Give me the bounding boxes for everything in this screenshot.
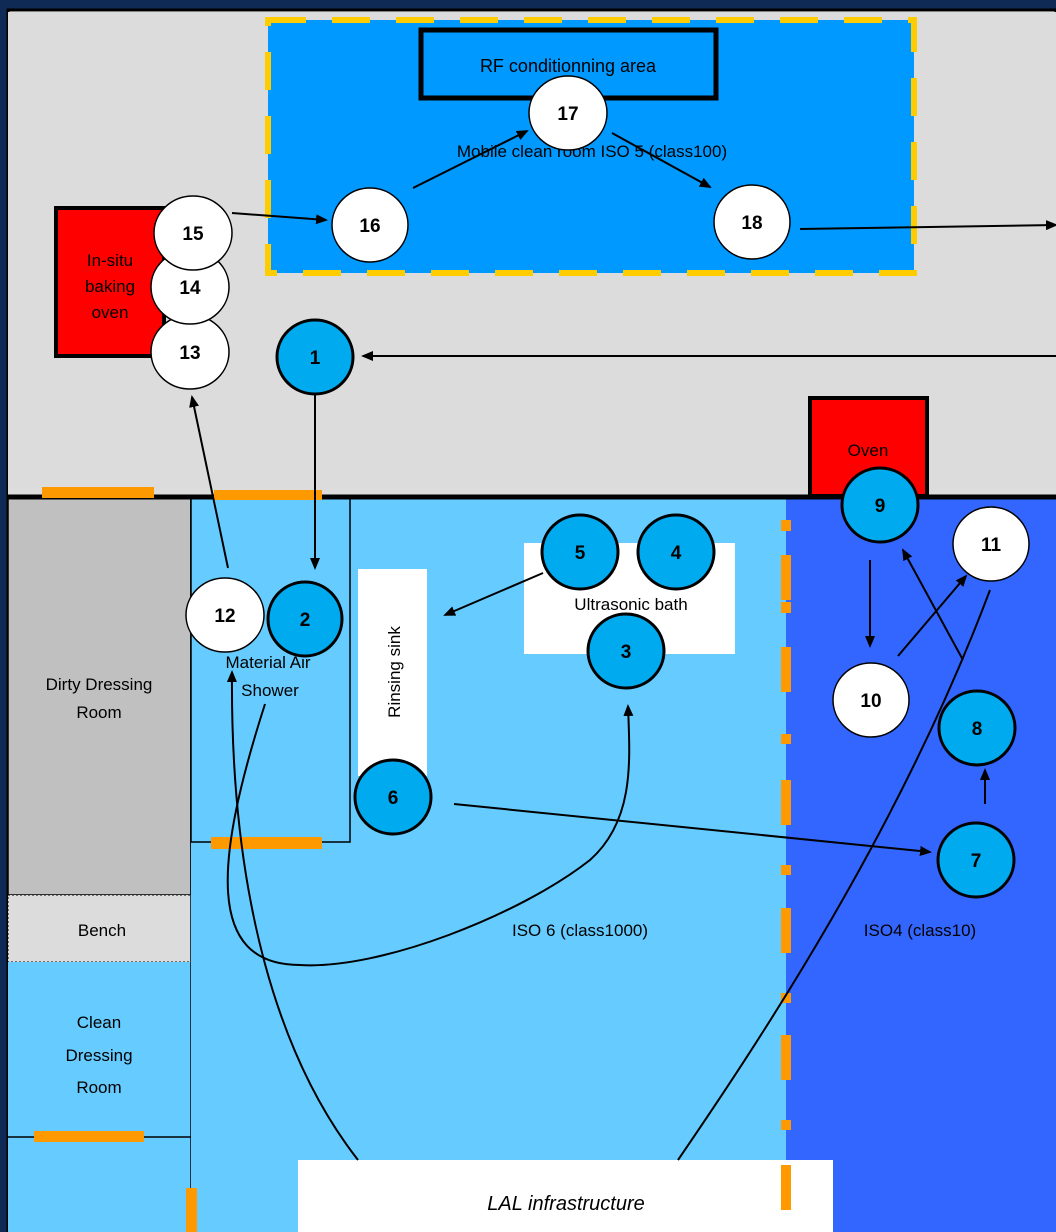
step-8: 8 [937,689,1017,767]
flow-arrow-6-to-7 [453,803,932,856]
iso6-label: ISO 6 (class1000) [512,921,648,940]
step-4-number: 4 [671,543,682,564]
flow-line-11-to-infra [677,589,991,1161]
step-18-circle [713,184,791,260]
baking-oven-label-line1: In-situ [87,251,133,270]
step-1-number: 1 [310,348,321,369]
flow-arrow-15-to-16 [231,212,328,225]
step-14-number: 14 [179,278,201,299]
step-16-number: 16 [359,216,380,237]
air-shower-label-line1: Material Air [225,653,310,672]
flow-arrow-5-to-sink [443,572,544,616]
dirty-dressing-label-line1: Dirty Dressing [46,675,153,694]
step-1: 1 [275,318,355,396]
ultrasonic-bath-label: Ultrasonic bath [574,595,687,614]
step-17-number: 17 [557,104,578,125]
step-6-number: 6 [388,788,399,809]
door-marker [214,490,322,500]
step-7: 7 [936,821,1016,899]
step-5: 5 [540,513,620,591]
clean-dressing-label-line2: Dressing [65,1046,132,1065]
oven-label: Oven [848,441,889,460]
step-5-circle [540,513,620,591]
step-1-circle [275,318,355,396]
step-5-number: 5 [575,543,586,564]
bench-label: Bench [78,921,126,940]
step-15-circle [153,195,233,271]
flow-arrow-16-to-17 [412,130,529,189]
flow-arrow-18-exit [799,220,1056,231]
door-marker [186,1188,197,1232]
door-markers [34,487,322,1232]
step-16-circle [331,187,409,263]
flow-arrow-infra-to-12 [226,670,359,1161]
step-10: 10 [832,662,910,738]
step-12: 12 [185,577,265,653]
step-11-circle [952,506,1030,582]
flow-arrow-17-to-18 [611,132,712,188]
clean-dressing-label-line1: Clean [77,1013,121,1032]
clean-dressing-room [8,962,191,1232]
step-15-number: 15 [182,224,204,245]
mobile-clean-room-label: Mobile clean room ISO 5 (class100) [457,142,727,161]
baking-oven-label-line3: oven [92,303,129,322]
step-18: 18 [713,184,791,260]
infrastructure-label: LAL infrastructure [487,1193,645,1215]
step-11-number: 11 [981,535,1002,556]
step-2-number: 2 [300,610,311,631]
dirty-dressing-label-line2: Room [76,703,121,722]
step-17-circle [528,75,608,151]
step-13: 13 [150,314,230,390]
step-7-circle [936,821,1016,899]
door-marker [42,487,154,498]
step-10-circle [832,662,910,738]
step-7-number: 7 [971,851,982,872]
step-2: 2 [266,580,344,658]
step-6-circle [353,758,433,836]
step-9: 9 [840,466,920,544]
in-situ-baking-oven [54,206,166,358]
rinsing-sink-label: Rinsing sink [385,626,404,718]
flow-arrow-12-to-13 [189,395,229,569]
flow-arrow-8-to-9 [902,548,964,661]
step-3-circle [586,612,666,690]
step-12-circle [185,577,265,653]
air-shower-label-line2: Shower [241,681,299,700]
step-8-circle [937,689,1017,767]
dirty-dressing-room [7,496,192,896]
baking-oven-label-line2: baking [85,277,135,296]
step-10-number: 10 [860,691,881,712]
step-11: 11 [952,506,1030,582]
step-6: 6 [353,758,433,836]
step-14: 14 [150,249,230,325]
step-13-number: 13 [179,343,200,364]
flow-paths [189,130,1056,1161]
step-9-number: 9 [875,496,886,517]
iso4-zone [786,497,1056,1232]
step-16: 16 [331,187,409,263]
flow-arrow-2-to-3 [226,703,634,967]
iso4-label: ISO4 (class10) [864,921,976,940]
lal-infrastructure-box [298,1160,833,1232]
step-15: 15 [153,195,233,271]
step-9-circle [840,466,920,544]
step-18-number: 18 [741,213,762,234]
step-4-circle [636,513,716,591]
rinsing-sink [358,569,427,776]
step-3-number: 3 [621,642,632,663]
clean-dressing-label-line3: Room [76,1078,121,1097]
step-12-number: 12 [214,606,235,627]
step-2-circle [266,580,344,658]
rf-area-label: RF conditionning area [480,56,657,76]
door-marker [34,1131,144,1142]
iso-boundary-markers [781,520,791,1210]
step-4: 4 [636,513,716,591]
door-marker [211,837,322,849]
step-3: 3 [586,612,666,690]
step-8-number: 8 [972,719,983,740]
step-17: 17 [528,75,608,151]
flow-arrow-10-to-11 [897,574,968,657]
